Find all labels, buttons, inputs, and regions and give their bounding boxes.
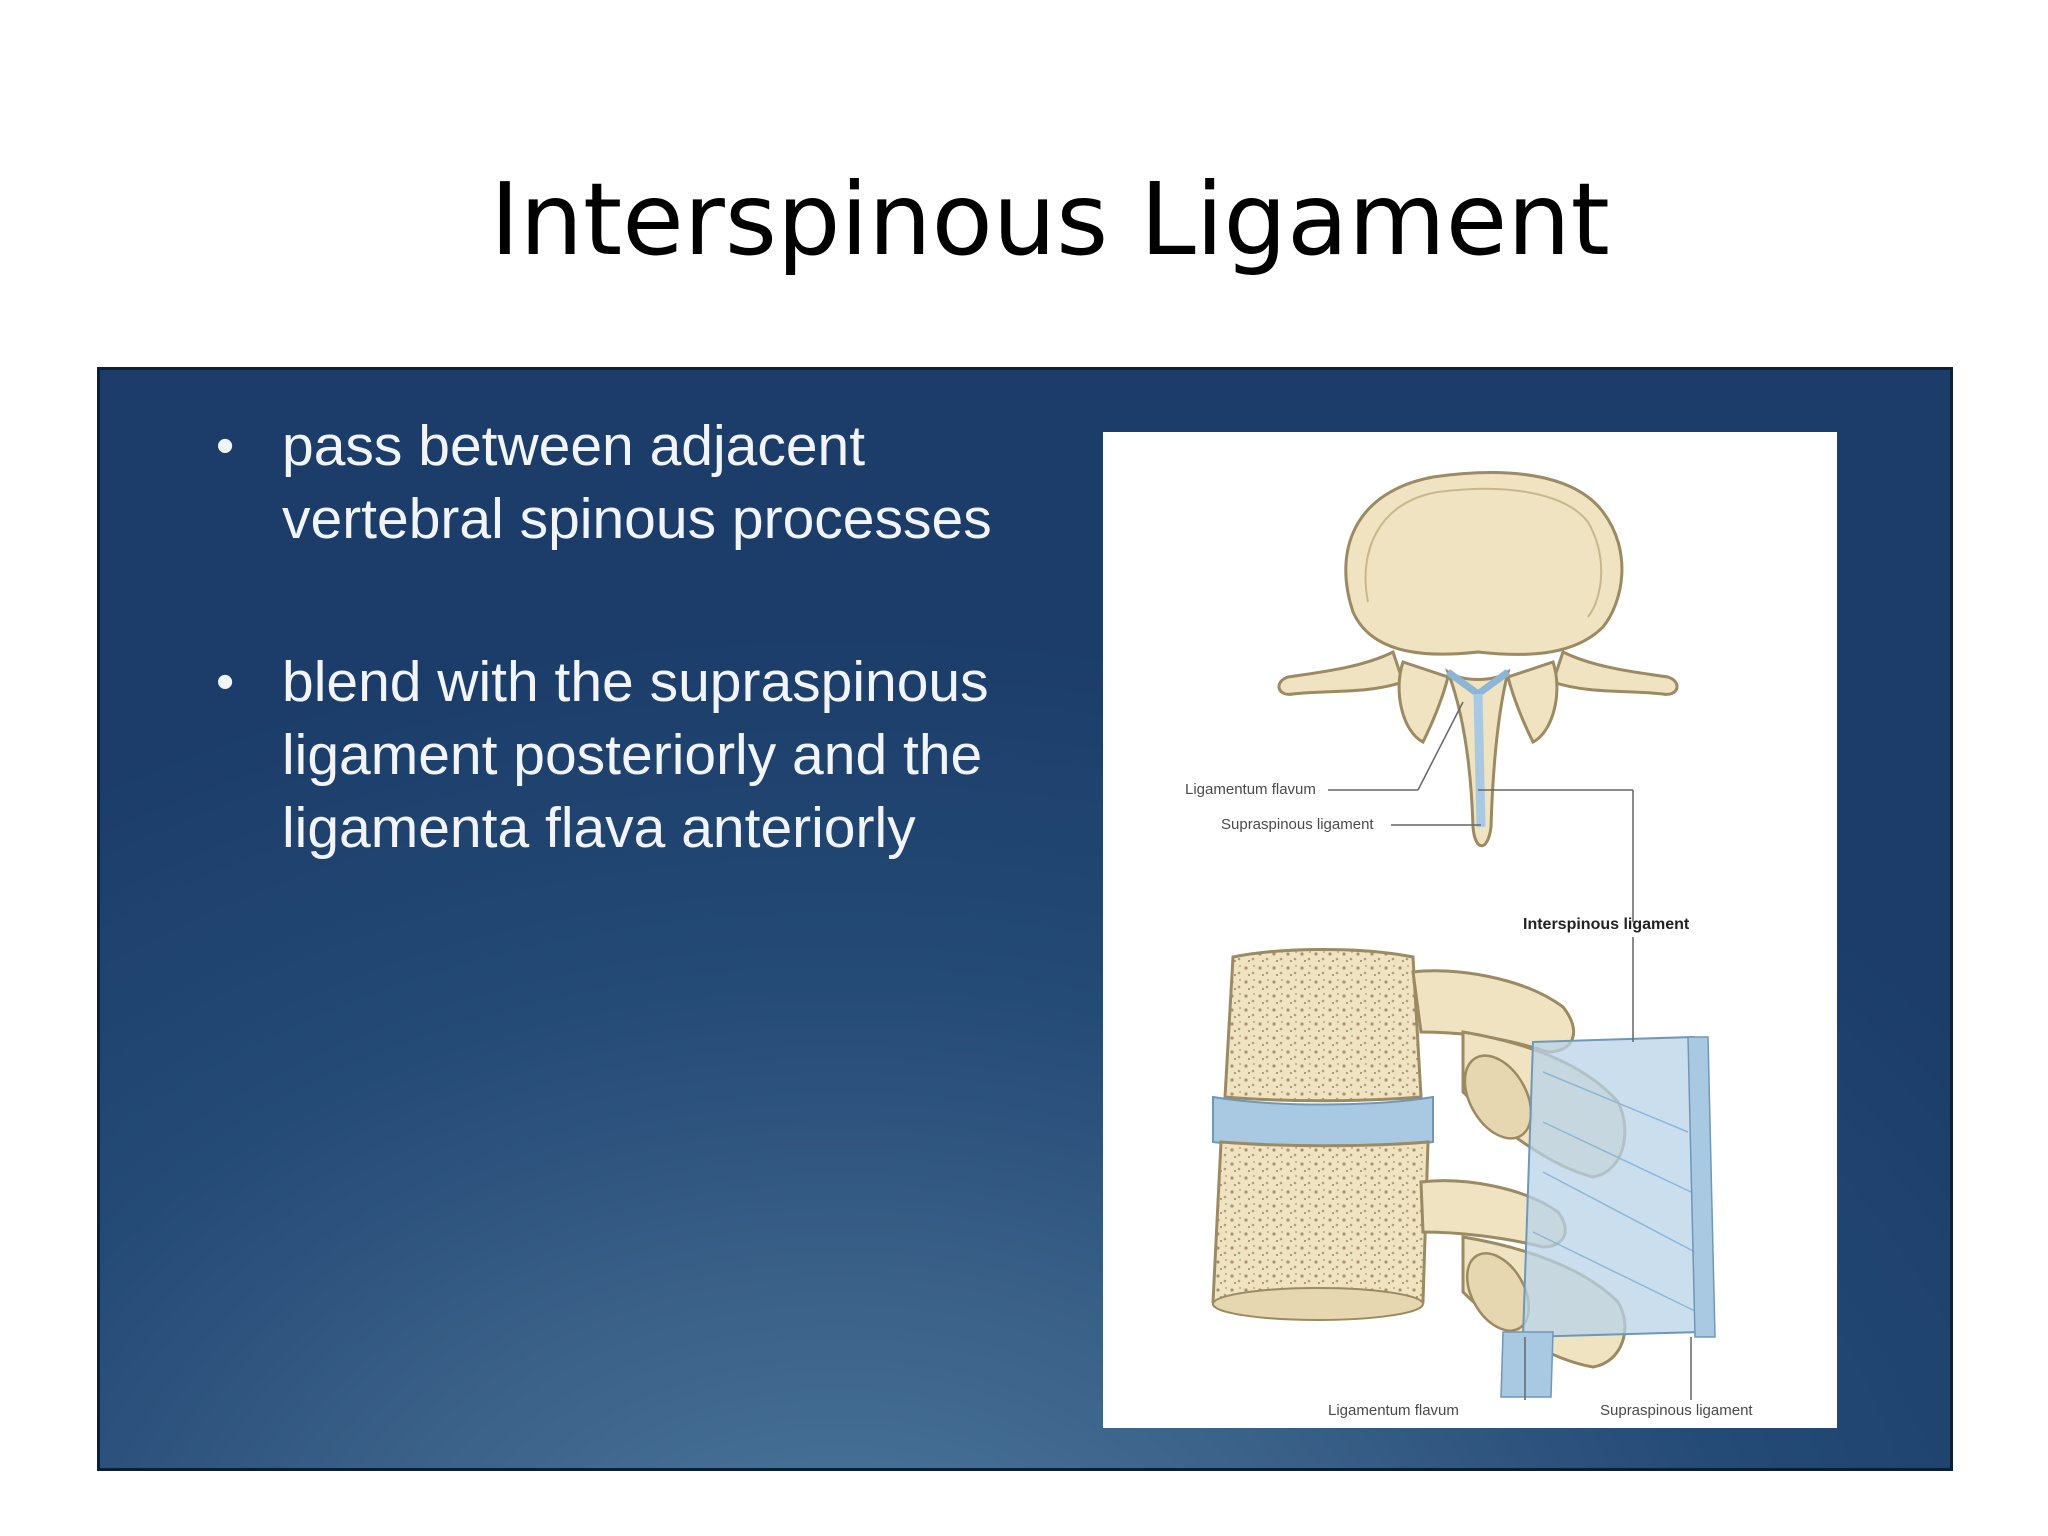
bullet-list: • pass between adjacent vertebral spinou… xyxy=(210,410,1110,955)
vertebral-body-top xyxy=(1344,471,1624,656)
bottom-label-group: Ligamentum flavum Supraspinous ligament xyxy=(1328,937,1753,1419)
label-supraspinous-bottom: Supraspinous ligament xyxy=(1600,1402,1753,1419)
slide-title: Interspinous Ligament xyxy=(490,161,1610,278)
supraspinous-ligament-lateral xyxy=(1687,1036,1716,1338)
label-ligamentum-flavum-top: Ligamentum flavum xyxy=(1185,781,1316,798)
label-supraspinous-top: Supraspinous ligament xyxy=(1221,816,1374,833)
interspinous-ligament-lateral xyxy=(1521,1035,1703,1339)
vertebra-illustration: Ligamentum flavum Supraspinous ligament … xyxy=(1185,471,1753,1419)
vertebral-body-upper xyxy=(1223,948,1423,1103)
interspinous-ligament-top xyxy=(1473,693,1486,828)
bullet-line: vertebral spinous processes xyxy=(282,487,992,551)
bullet-line: blend with the supraspinous xyxy=(282,650,989,714)
content-panel: • pass between adjacent vertebral spinou… xyxy=(100,370,1950,1468)
top-label-group: Ligamentum flavum Supraspinous ligament xyxy=(1185,701,1634,922)
lateral-vertebrae xyxy=(1211,948,1716,1398)
anatomy-figure: Ligamentum flavum Supraspinous ligament … xyxy=(1103,432,1837,1428)
bullet-line: ligamenta flava anteriorly xyxy=(282,796,916,860)
bullet-dot-icon: • xyxy=(216,653,235,711)
bullet-dot-icon: • xyxy=(216,417,235,475)
label-ligamentum-flavum-bottom: Ligamentum flavum xyxy=(1328,1402,1459,1419)
bullet-line: ligament posteriorly and the xyxy=(282,723,983,787)
transverse-process-right xyxy=(1551,649,1679,696)
label-interspinous: Interspinous ligament xyxy=(1523,916,1690,933)
intervertebral-disc xyxy=(1212,1095,1434,1149)
bullet-item: • pass between adjacent vertebral spinou… xyxy=(210,410,1110,556)
ligamentum-flavum-lateral xyxy=(1500,1331,1554,1398)
bullet-line: pass between adjacent xyxy=(282,414,866,478)
top-vertebra xyxy=(1277,471,1679,848)
bullet-item: • blend with the supraspinous ligament p… xyxy=(210,646,1110,865)
transverse-process-left xyxy=(1277,649,1405,696)
